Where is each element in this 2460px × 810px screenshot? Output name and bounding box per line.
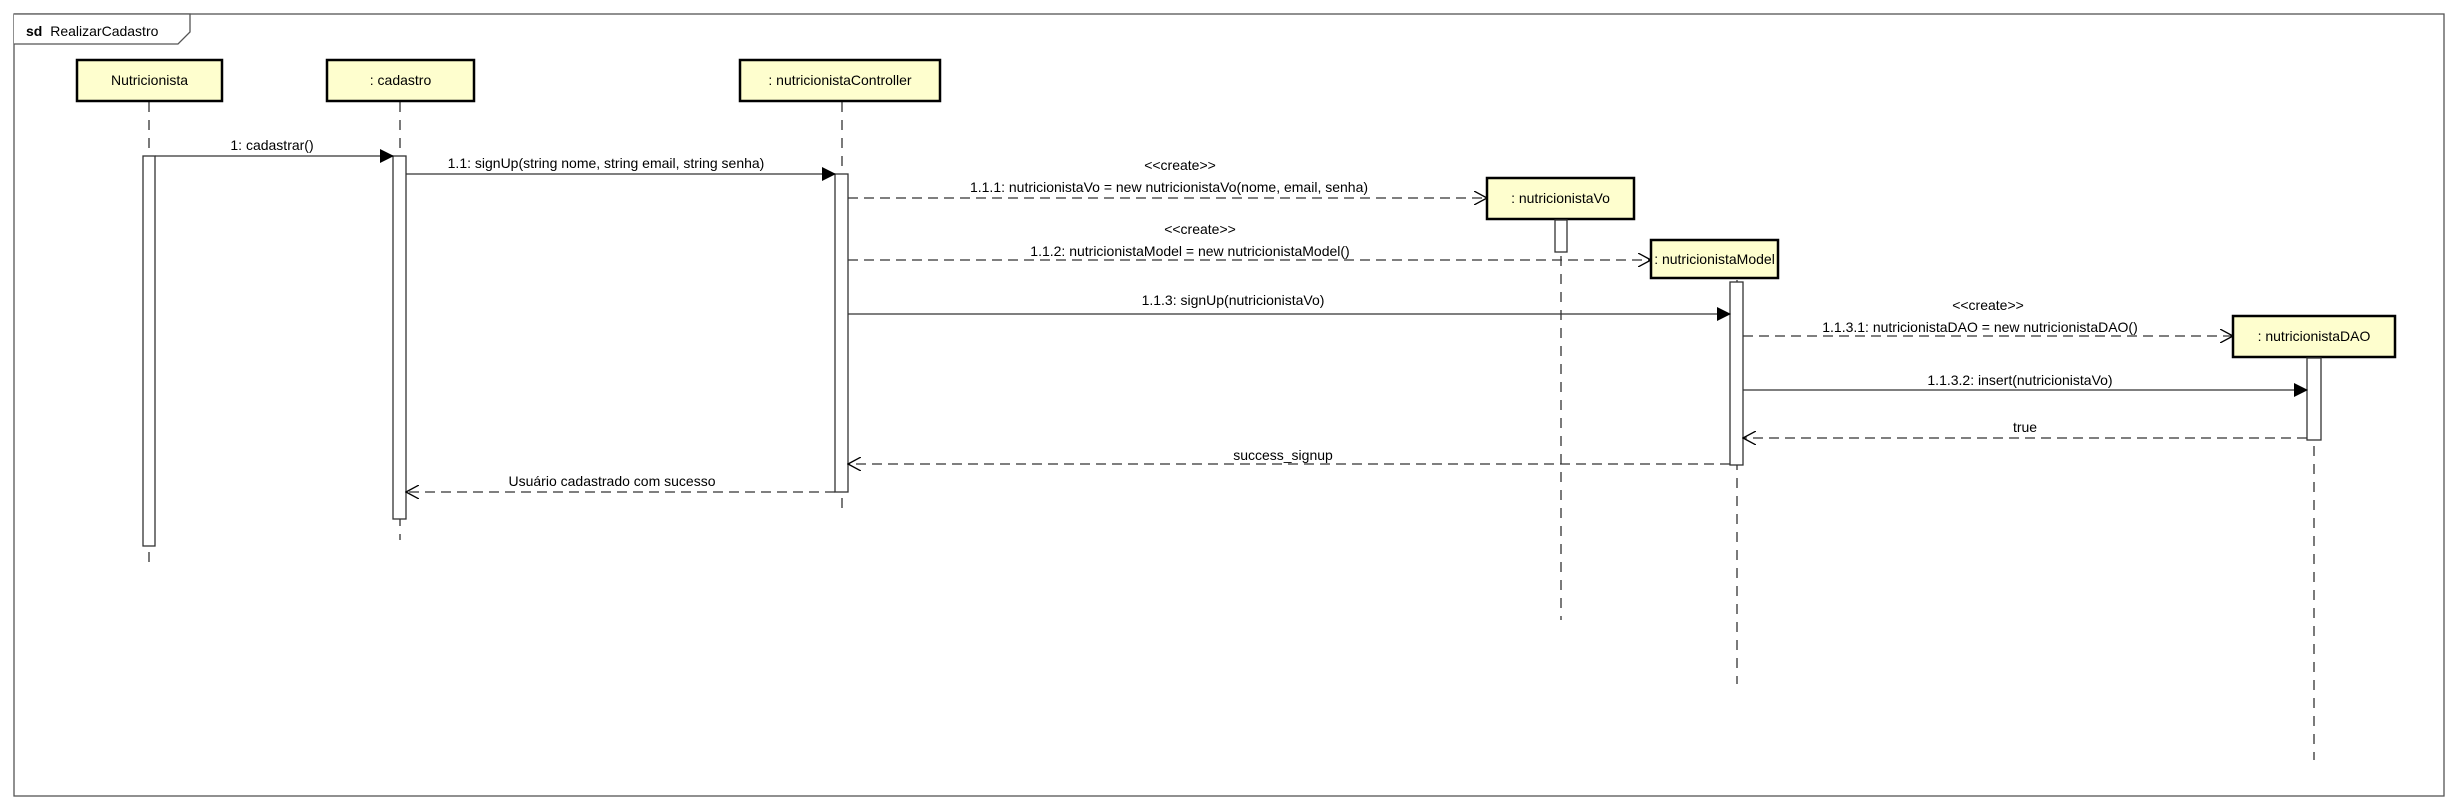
lifelines [148, 102, 2315, 760]
message-return-true: true [1743, 419, 2307, 438]
message-create-vo: <<create>> 1.1.1: nutricionistaVo = new … [848, 157, 1487, 198]
message-label: Usuário cadastrado com sucesso [509, 473, 716, 489]
message-stereotype: <<create>> [1144, 157, 1216, 173]
message-return-usuario-cadastrado: Usuário cadastrado com sucesso [406, 473, 835, 492]
activation-cadastro [392, 155, 407, 520]
activation-model [1729, 281, 1744, 466]
message-label: success_signup [1233, 447, 1333, 463]
message-label: 1.1.3.2: insert(nutricionistaVo) [1927, 372, 2112, 388]
message-insert: 1.1.3.2: insert(nutricionistaVo) [1743, 372, 2308, 397]
participant-label: Nutricionista [111, 72, 188, 88]
diagram-frame: sd RealizarCadastro [13, 13, 2445, 797]
message-label: 1.1.3: signUp(nutricionistaVo) [1142, 292, 1325, 308]
participant-vo: : nutricionistaVo [1485, 176, 1636, 221]
participant-label: : nutricionistaModel [1654, 251, 1775, 267]
message-label: true [2013, 419, 2037, 435]
participant-label: : nutricionistaController [768, 72, 912, 88]
message-signup: 1.1: signUp(string nome, string email, s… [406, 155, 836, 181]
participant-label: : nutricionistaDAO [2258, 328, 2371, 344]
message-label: 1.1.2: nutricionistaModel = new nutricio… [1030, 243, 1349, 259]
participant-controller: : nutricionistaController [738, 58, 942, 103]
participant-label: : cadastro [370, 72, 432, 88]
activation-vo [1554, 219, 1568, 253]
message-stereotype: <<create>> [1952, 297, 2024, 313]
activation-bars [142, 155, 2322, 547]
message-label: 1: cadastrar() [230, 137, 313, 153]
frame-name: RealizarCadastro [50, 23, 158, 39]
message-create-model: <<create>> 1.1.2: nutricionistaModel = n… [848, 221, 1651, 260]
message-label: 1.1.1: nutricionistaVo = new nutricionis… [970, 179, 1368, 195]
message-signup-vo: 1.1.3: signUp(nutricionistaVo) [848, 292, 1731, 321]
messages: 1: cadastrar() 1.1: signUp(string nome, … [155, 137, 2308, 492]
participant-nutricionista: Nutricionista [75, 58, 224, 103]
message-return-success-signup: success_signup [848, 447, 1730, 464]
activation-dao [2306, 357, 2322, 441]
svg-text:sd RealizarCadastro: sd RealizarCadastro [26, 23, 159, 39]
message-stereotype: <<create>> [1164, 221, 1236, 237]
activation-nutricionista [142, 155, 156, 547]
message-label: 1.1.3.1: nutricionistaDAO = new nutricio… [1822, 319, 2138, 335]
participant-label: : nutricionistaVo [1511, 190, 1610, 206]
message-label: 1.1: signUp(string nome, string email, s… [448, 155, 765, 171]
activation-controller [834, 173, 849, 493]
frame-keyword: sd [26, 23, 42, 39]
participant-model: : nutricionistaModel [1649, 238, 1780, 280]
message-create-dao: <<create>> 1.1.3.1: nutricionistaDAO = n… [1743, 297, 2233, 336]
participant-cadastro: : cadastro [325, 58, 476, 103]
message-cadastrar: 1: cadastrar() [155, 137, 394, 163]
participant-dao: : nutricionistaDAO [2231, 314, 2397, 359]
